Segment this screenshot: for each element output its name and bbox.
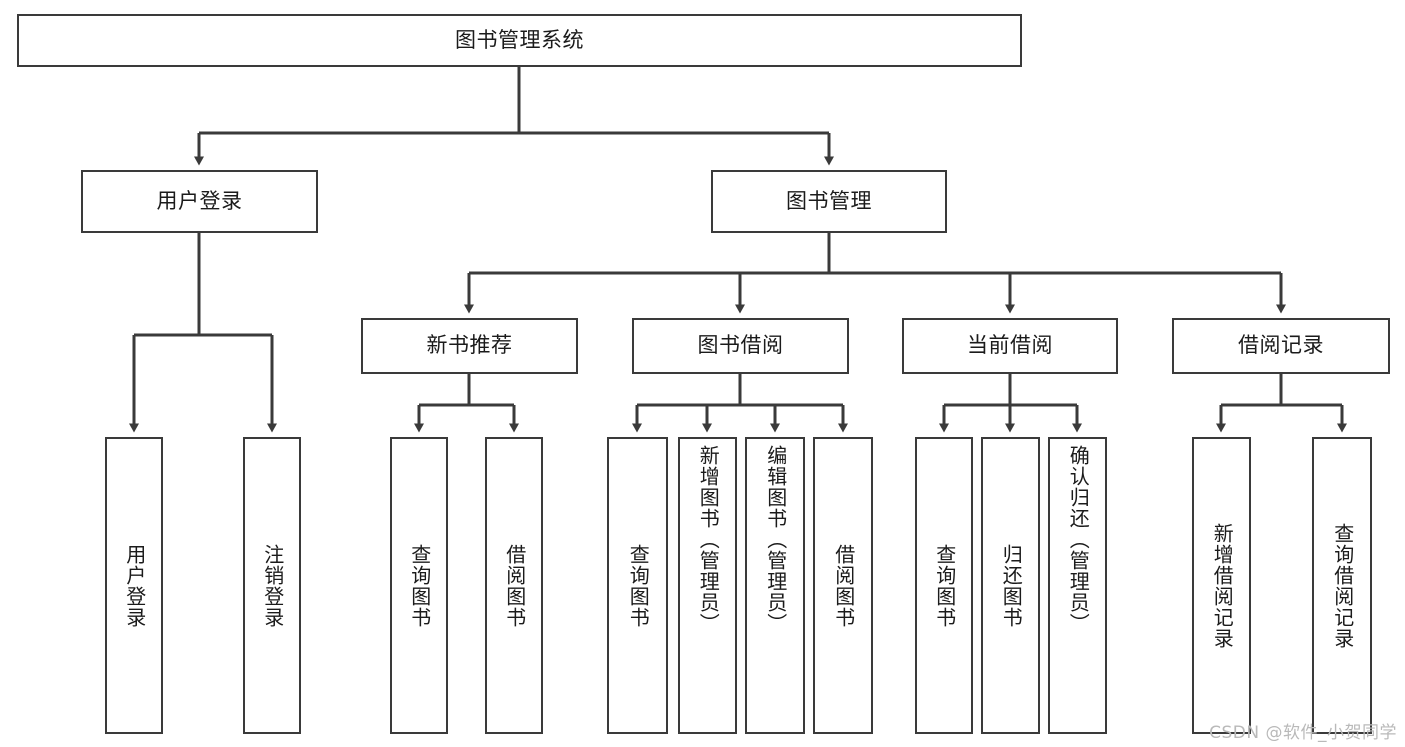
node-label: 查询图书 — [626, 543, 651, 628]
node-label: 图书管理系统 — [455, 27, 584, 52]
leaf-node-leaf-query-record[interactable]: 查询借阅记录 — [1312, 437, 1372, 734]
node-label: 新增借阅记录 — [1210, 522, 1235, 649]
node-label: 借阅图书 — [502, 543, 527, 628]
node-label: 归还图书 — [999, 543, 1024, 628]
node-label: 注销登录 — [260, 543, 285, 628]
node-label: 借阅记录 — [1238, 333, 1324, 358]
node-label: 查询图书 — [932, 543, 957, 628]
leaf-node-leaf-borrow-book-1[interactable]: 借阅图书 — [485, 437, 543, 734]
node-new-book-recommend[interactable]: 新书推荐 — [361, 318, 578, 374]
node-book-manage[interactable]: 图书管理 — [711, 170, 947, 233]
node-label: 当前借阅 — [967, 333, 1053, 358]
leaf-node-leaf-return-book[interactable]: 归还图书 — [981, 437, 1040, 734]
leaf-node-leaf-confirm-return[interactable]: 确认归还（管理员） — [1048, 437, 1107, 734]
node-label: 确认归还（管理员） — [1066, 445, 1091, 634]
node-root[interactable]: 图书管理系统 — [17, 14, 1022, 67]
node-label: 新增图书（管理员） — [696, 445, 721, 634]
node-label: 借阅图书 — [831, 543, 856, 628]
node-label: 编辑图书（管理员） — [763, 445, 788, 634]
node-label: 用户登录 — [156, 188, 243, 213]
node-user-login[interactable]: 用户登录 — [81, 170, 318, 233]
leaf-node-leaf-user-login[interactable]: 用户登录 — [105, 437, 163, 734]
node-label: 查询图书 — [407, 543, 432, 628]
leaf-node-leaf-logout[interactable]: 注销登录 — [243, 437, 301, 734]
node-label: 新书推荐 — [426, 333, 513, 358]
leaf-node-leaf-add-book[interactable]: 新增图书（管理员） — [678, 437, 737, 734]
leaf-node-leaf-query-book-1[interactable]: 查询图书 — [390, 437, 448, 734]
node-label: 图书借阅 — [697, 333, 784, 358]
leaf-node-leaf-add-record[interactable]: 新增借阅记录 — [1192, 437, 1251, 734]
csdn-watermark: CSDN @软件_小贺同学 — [1209, 723, 1397, 743]
leaf-node-leaf-query-book-2[interactable]: 查询图书 — [607, 437, 668, 734]
leaf-node-leaf-query-book-3[interactable]: 查询图书 — [915, 437, 973, 734]
node-label: 用户登录 — [122, 543, 147, 628]
node-label: 图书管理 — [786, 188, 872, 213]
leaf-node-leaf-edit-book[interactable]: 编辑图书（管理员） — [745, 437, 805, 734]
node-label: 查询借阅记录 — [1330, 522, 1355, 649]
node-book-borrow[interactable]: 图书借阅 — [632, 318, 849, 374]
node-borrow-record[interactable]: 借阅记录 — [1172, 318, 1390, 374]
leaf-node-leaf-borrow-book-2[interactable]: 借阅图书 — [813, 437, 873, 734]
node-current-borrow[interactable]: 当前借阅 — [902, 318, 1118, 374]
